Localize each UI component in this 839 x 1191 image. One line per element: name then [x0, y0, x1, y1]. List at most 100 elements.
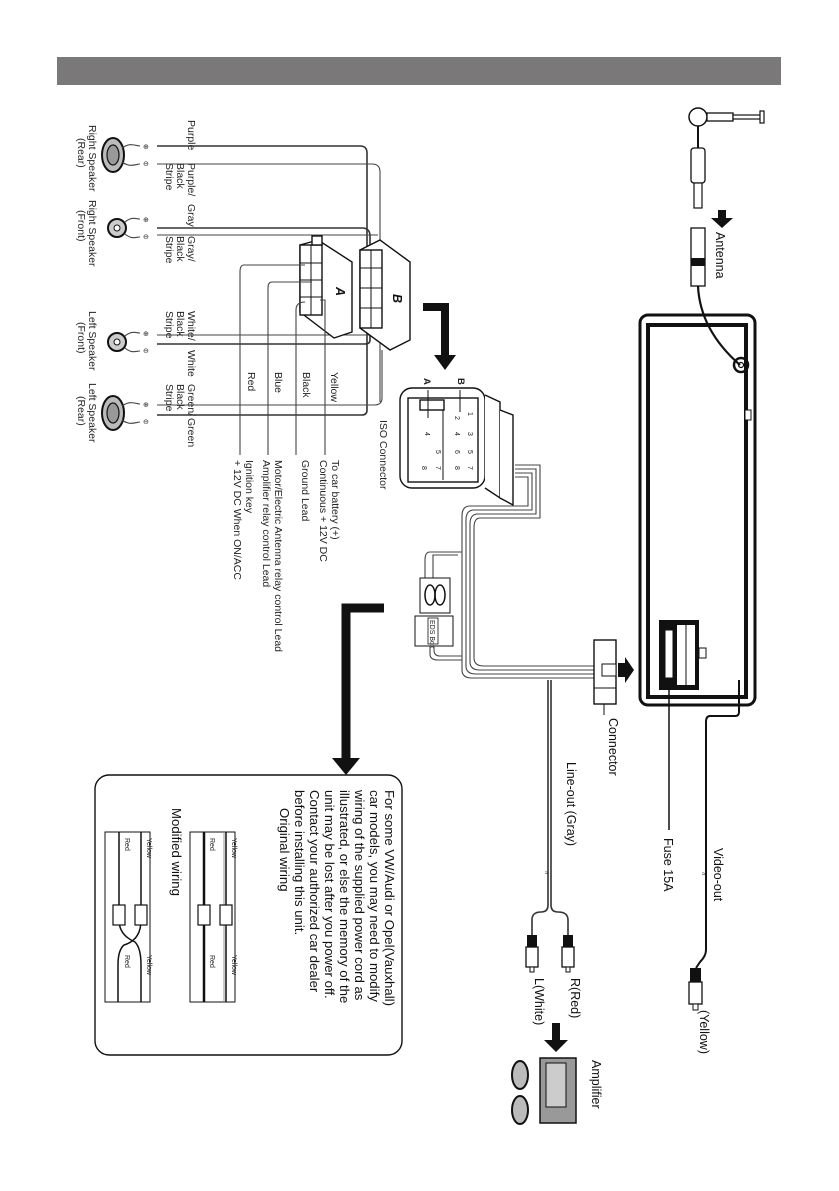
mod-yellow-label-1: Yellow [145, 838, 152, 859]
svg-text:≈: ≈ [702, 871, 706, 878]
line-out-right-label: R(Red) [568, 978, 582, 1018]
video-out-label: Video-out [711, 848, 725, 902]
iso-pin-b1: 1 [466, 412, 473, 416]
head-unit: Fuse 15A [638, 313, 757, 892]
speaker-left-front-name: Left Speaker [86, 311, 98, 371]
amplifier: Amplifier [511, 1023, 603, 1125]
wire-label-green-minus-1: Green/ [185, 384, 197, 416]
speaker-left-rear-name: Left Speaker [86, 383, 98, 443]
wire-harness: EDS Box [414, 464, 595, 679]
iso-pin-b7: 7 [466, 466, 473, 470]
svg-text:⊕: ⊕ [143, 402, 149, 409]
wire-label-purple-minus-3: Stripe [163, 163, 175, 191]
wire-label-green-minus-2: Black [174, 384, 186, 410]
lead-desc-black-1: Ground Lead [299, 460, 311, 521]
orig-red-label-1: Red [208, 838, 215, 851]
modified-wiring-illustration: Yellow Red Yellow Red [104, 831, 152, 1003]
iso-pin-b6: 6 [453, 450, 460, 454]
speaker-left-rear: ⊕ ⊖ [101, 395, 149, 431]
mod-yellow-label-2: Yellow [145, 955, 152, 976]
header-bar [57, 57, 781, 85]
amplifier-label: Amplifier [589, 1060, 603, 1109]
power-lead-color-labels: Yellow Black Blue Red [245, 372, 340, 402]
line-out-left-label: L(White) [532, 978, 546, 1025]
main-connector: Connector [593, 639, 634, 776]
iso-pin-b2: 2 [453, 416, 460, 420]
svg-text:⊕: ⊕ [143, 217, 149, 224]
iso-connector: A B 1 2 3 4 5 6 7 8 4 5 8 7 ISO Connecto… [377, 378, 514, 507]
wire-label-gray-minus-1: Gray/ [185, 236, 197, 262]
iso-connector-label: ISO Connector [377, 420, 389, 490]
arrow-to-iso [423, 303, 456, 370]
wire-label-white-minus-3: Stripe [163, 311, 175, 339]
block-a-label: A [333, 286, 347, 296]
iso-port-b-label: B [455, 378, 466, 385]
wire-label-green: Green [185, 418, 197, 447]
line-out-cable: ≈ Line-out (Gray) R(Red) L(White) [525, 680, 582, 1025]
mod-red-label-2: Red [123, 955, 130, 968]
iso-port-a-label: A [421, 378, 432, 385]
iso-pin-a4: 4 [423, 432, 430, 436]
svg-text:≈: ≈ [545, 870, 549, 877]
mod-red-label-1: Red [123, 838, 130, 851]
small-box-label: EDS Box [428, 620, 435, 649]
speaker-right-rear-position: (Rear) [75, 138, 87, 168]
antenna-label: Antenna [713, 232, 727, 279]
speaker-right-rear-name: Right Speaker [86, 125, 98, 192]
iso-pin-b5: 5 [466, 450, 473, 454]
lead-desc-blue-1: Motor/Electric Antenna relay control Lea… [272, 460, 284, 652]
original-wiring-illustration: Yellow Red Yellow Red [189, 831, 237, 1003]
speaker-left-front: ⊕ ⊖ [107, 331, 149, 355]
video-out-plug-label: (Yellow) [697, 1010, 711, 1054]
power-lead-wires [239, 264, 326, 455]
antenna: Antenna [688, 107, 765, 366]
svg-text:⊕: ⊕ [143, 331, 149, 338]
orig-yellow-label-2: Yellow [230, 955, 237, 976]
lead-desc-yellow-1: To car battery (+) [329, 460, 341, 540]
note-line-3: wiring of the supplied power cord as [352, 789, 367, 1001]
speaker-left-front-position: (Front) [75, 322, 87, 354]
lead-color-black: Black [300, 372, 312, 398]
note-line-6: Contact your authorized car dealer [307, 790, 322, 993]
wire-label-purple-minus-1: Purple/ [185, 163, 197, 196]
wire-label-purple-minus-2: Black [174, 163, 186, 189]
power-lead-descriptions: To car battery (+) Continuous + 12V DC G… [231, 460, 341, 652]
iso-pin-b8: 8 [453, 466, 460, 470]
iso-pin-b3: 3 [466, 432, 473, 436]
lead-desc-yellow-2: Continuous + 12V DC [317, 460, 329, 562]
connector-block-a: A [299, 235, 353, 339]
block-b-label: B [390, 294, 404, 303]
svg-text:⊖: ⊖ [143, 161, 149, 168]
speaker-right-front-position: (Front) [75, 210, 87, 242]
main-connector-label: Connector [606, 718, 620, 776]
wire-label-purple: Purple [185, 120, 197, 151]
wire-label-gray-minus-2: Black [174, 236, 186, 262]
line-out-label: Line-out (Gray) [564, 762, 578, 846]
speaker-wire-labels: Purple Purple/ Black Stripe Gray Gray/ B… [163, 120, 197, 447]
note-line-7: before installing this unit. [292, 790, 307, 935]
speaker-right-rear: ⊕ ⊖ [101, 137, 149, 173]
svg-text:⊕: ⊕ [143, 144, 149, 151]
svg-text:⊖: ⊖ [143, 419, 149, 426]
lead-color-blue: Blue [272, 372, 284, 393]
orig-red-label-2: Red [208, 955, 215, 968]
iso-pin-a5: 5 [434, 450, 441, 454]
note-line-2: car models, you may need to modify [367, 790, 382, 1002]
iso-pin-a7: 7 [434, 466, 441, 470]
speaker-labels: Right Speaker (Rear) Right Speaker (Fron… [75, 125, 98, 443]
fuse-label: Fuse 15A [661, 838, 675, 892]
wire-label-white-minus-2: Black [174, 311, 186, 337]
video-out: ≈ Video-out (Yellow) [688, 680, 740, 1054]
lead-color-red: Red [245, 372, 257, 391]
original-wiring-title: Original wiring [277, 808, 292, 892]
speaker-right-front-name: Right Speaker [86, 200, 98, 267]
iso-pins: 1 2 3 4 5 6 7 8 4 5 8 7 [420, 412, 473, 470]
lead-desc-red-1: Ignition key [243, 460, 255, 514]
speaker-left-rear-position: (Rear) [75, 396, 87, 426]
wire-label-green-minus-3: Stripe [163, 384, 175, 412]
wire-label-gray-minus-3: Stripe [163, 236, 175, 264]
wire-label-gray: Gray [185, 204, 197, 228]
connector-block-b: B [359, 239, 411, 351]
